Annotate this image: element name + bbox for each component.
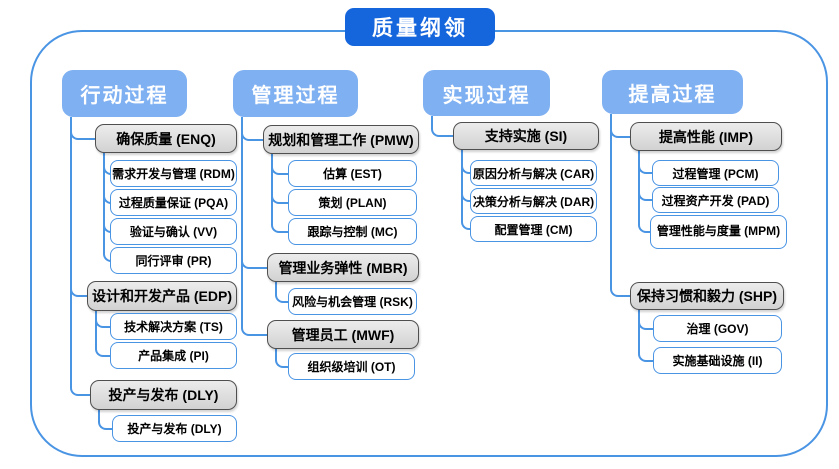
node-pcm: 过程管理 (PCM) [652, 160, 779, 186]
node-ts: 技术解决方案 (TS) [110, 313, 237, 340]
node-pr: 同行评审 (PR) [110, 247, 237, 274]
node-cm: 配置管理 (CM) [470, 216, 597, 242]
node-ot: 组织级培训 (OT) [288, 353, 415, 380]
connector-elbow [271, 152, 290, 233]
connector-elbow [638, 308, 655, 362]
connector-elbow [103, 151, 112, 262]
connector-elbow [98, 408, 114, 430]
connector-elbow [638, 149, 652, 233]
column-header-management-process: 管理过程 [233, 70, 358, 117]
node-ii: 实施基础设施 (II) [653, 347, 782, 374]
connector-elbow [431, 116, 455, 137]
node-dar: 决策分析与解决 (DAR) [470, 188, 597, 214]
connector-elbow [70, 117, 92, 396]
node-dly: 投产与发布 (DLY) [90, 380, 237, 410]
node-car: 原因分析与解决 (CAR) [470, 160, 597, 186]
connector-elbow [275, 347, 290, 368]
column-header-improvement-process: 提高过程 [602, 70, 743, 114]
connector-elbow [461, 148, 472, 230]
node-shp: 保持习惯和毅力 (SHP) [630, 282, 784, 310]
node-rdm: 需求开发与管理 (RDM) [110, 160, 237, 187]
column-header-realization-process: 实现过程 [423, 70, 550, 116]
connector-elbow [241, 117, 269, 336]
connector-elbow [275, 280, 290, 303]
node-dly-sub: 投产与发布 (DLY) [112, 415, 237, 442]
node-edp: 设计和开发产品 (EDP) [87, 281, 237, 311]
node-mbr: 管理业务弹性 (MBR) [267, 253, 419, 282]
column-header-action-process: 行动过程 [62, 70, 187, 117]
node-si: 支持实施 (SI) [453, 122, 599, 150]
node-rsk: 风险与机会管理 (RSK) [288, 288, 417, 315]
node-mwf: 管理员工 (MWF) [267, 320, 419, 349]
node-imp: 提高性能 (IMP) [630, 122, 782, 151]
node-pmw: 规划和管理工作 (PMW) [263, 125, 419, 154]
node-enq: 确保质量 (ENQ) [95, 124, 237, 153]
node-vv: 验证与确认 (VV) [110, 218, 237, 245]
node-mpm: 管理性能与度量 (MPM) [650, 215, 787, 249]
node-mc: 跟踪与控制 (MC) [288, 218, 417, 245]
diagram-title: 质量纲领 [345, 8, 495, 46]
node-pi: 产品集成 (PI) [110, 342, 237, 369]
node-plan: 策划 (PLAN) [288, 189, 417, 216]
node-gov: 治理 (GOV) [653, 315, 782, 342]
connector-elbow [95, 309, 112, 357]
node-pqa: 过程质量保证 (PQA) [110, 189, 237, 216]
node-pad: 过程资产开发 (PAD) [652, 187, 779, 213]
node-est: 估算 (EST) [288, 160, 417, 187]
connector-elbow [610, 114, 632, 297]
